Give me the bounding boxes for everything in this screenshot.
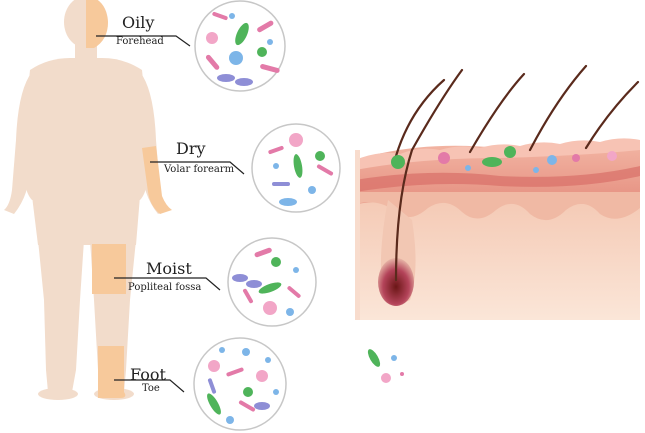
microbe-circle-forehead (194, 0, 286, 92)
popliteal-highlight (92, 244, 126, 294)
label-popliteal-fossa: Popliteal fossa (128, 282, 202, 293)
forehead-highlight (86, 0, 108, 48)
microbe-circle-forearm (251, 123, 341, 213)
microbe-circle-popliteal (227, 237, 317, 327)
forearm-highlight (142, 146, 172, 214)
label-moist: Moist (146, 259, 192, 278)
microbe-circle-toe (193, 337, 287, 431)
label-volar-forearm: Volar forearm (164, 164, 235, 175)
label-oily: Oily (122, 13, 155, 32)
skin-cross-section (355, 64, 640, 320)
label-dry: Dry (176, 139, 206, 158)
label-foot: Foot (130, 365, 166, 384)
label-forehead: Forehead (116, 36, 164, 47)
human-body-silhouette (4, 0, 168, 400)
floating-microbes (367, 349, 404, 383)
toe-highlight (98, 346, 126, 398)
leader-lines (96, 35, 245, 393)
label-toe: Toe (142, 383, 160, 394)
